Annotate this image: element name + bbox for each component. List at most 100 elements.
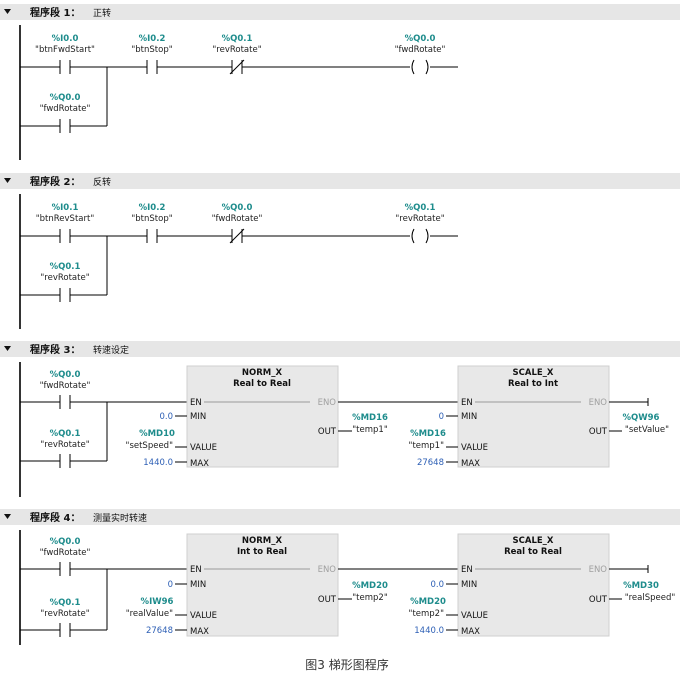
block-subtitle: Real to Int <box>508 379 558 389</box>
network-label: 程序段 3： <box>30 343 80 356</box>
pin-min: MIN <box>190 580 206 590</box>
pin-en: EN <box>190 565 202 575</box>
network-label: 程序段 1： <box>30 6 80 19</box>
contact-address: %Q0.1 <box>222 34 253 44</box>
network-4-header[interactable] <box>0 509 680 525</box>
contact-tag: "revRotate" <box>40 440 89 450</box>
pin-out: OUT <box>589 427 608 437</box>
contact-nc-revRotate[interactable]: %Q0.1 "revRotate" <box>212 34 262 75</box>
network-comment: 测量实时转速 <box>93 512 147 524</box>
coil-tag: "revRotate" <box>395 214 444 224</box>
collapse-triangle-icon[interactable] <box>4 178 11 183</box>
block-title: SCALE_X <box>513 536 554 546</box>
contact-fwdRotate[interactable]: %Q0.0 "fwdRotate" <box>40 370 91 409</box>
param-value-tag[interactable]: "realValue" <box>126 609 173 619</box>
contact-revRotate[interactable]: %Q0.1 "revRotate" <box>40 429 90 468</box>
pin-eno: ENO <box>318 565 337 575</box>
param-value-tag[interactable]: "temp1" <box>409 441 445 451</box>
param-value-tag[interactable]: "temp2" <box>409 609 445 619</box>
contact-address: %I0.0 <box>52 34 79 44</box>
out-tag[interactable]: "realSpeed" <box>625 593 676 603</box>
contact-btnRevStart[interactable]: %I0.1 "btnRevStart" <box>36 203 95 243</box>
contact-address: %Q0.1 <box>50 429 81 439</box>
pin-en: EN <box>190 398 202 408</box>
pin-eno: ENO <box>589 398 608 408</box>
network-3-header[interactable] <box>0 341 680 357</box>
out-tag[interactable]: "setValue" <box>625 425 669 435</box>
pin-en: EN <box>461 565 473 575</box>
network-label: 程序段 4： <box>30 511 80 524</box>
contact-tag: "btnStop" <box>131 45 172 55</box>
contact-revRotate-latch[interactable]: %Q0.1 "revRotate" <box>40 262 90 302</box>
figure-caption: 图3 梯形图程序 <box>305 658 389 672</box>
param-value-address: %MD16 <box>410 429 446 439</box>
param-max[interactable]: 27648 <box>417 458 444 468</box>
block-subtitle: Real to Real <box>504 547 562 557</box>
contact-tag: "fwdRotate" <box>40 104 91 114</box>
collapse-triangle-icon[interactable] <box>4 514 11 519</box>
pin-max: MAX <box>461 459 480 469</box>
network-2-title: 程序段 2： 反转 <box>4 175 111 188</box>
out-tag[interactable]: "temp1" <box>352 425 388 435</box>
pin-eno: ENO <box>318 398 337 408</box>
norm-x-block[interactable]: NORM_X Int to Real EN ENO MIN VALUE MAX … <box>186 533 339 637</box>
network-comment: 反转 <box>93 176 111 188</box>
contact-btnFwdStart[interactable]: %I0.0 "btnFwdStart" <box>35 34 95 74</box>
param-max[interactable]: 1440.0 <box>143 458 173 468</box>
contact-address: %Q0.0 <box>50 537 81 547</box>
contact-address: %Q0.1 <box>50 598 81 608</box>
pin-min: MIN <box>461 580 477 590</box>
pin-max: MAX <box>461 627 480 637</box>
pin-value: VALUE <box>190 611 217 621</box>
pin-value: VALUE <box>190 443 217 453</box>
function-box <box>186 533 339 637</box>
param-min[interactable]: 0 <box>168 580 173 590</box>
network-1-header[interactable] <box>0 4 680 20</box>
contact-nc-fwdRotate[interactable]: %Q0.0 "fwdRotate" <box>212 203 263 244</box>
network-3-title: 程序段 3： 转速设定 <box>4 343 129 356</box>
out-address: %MD16 <box>352 413 388 423</box>
param-min[interactable]: 0.0 <box>430 580 444 590</box>
collapse-triangle-icon[interactable] <box>4 346 11 351</box>
param-min[interactable]: 0.0 <box>159 412 173 422</box>
network-1-title: 程序段 1： 正转 <box>4 6 111 19</box>
pin-min: MIN <box>461 412 477 422</box>
block-title: SCALE_X <box>513 368 554 378</box>
network-1: %I0.0 "btnFwdStart" %I0.2 "btnStop" %Q0.… <box>19 25 458 160</box>
param-max[interactable]: 27648 <box>146 626 173 636</box>
scale-x-block[interactable]: SCALE_X Real to Real EN ENO MIN VALUE MA… <box>457 533 610 637</box>
network-4: %Q0.0 "fwdRotate" %Q0.1 "revRotate" NORM… <box>19 530 676 645</box>
contact-tag: "fwdRotate" <box>212 214 263 224</box>
scale-x-block[interactable]: SCALE_X Real to Int EN ENO MIN VALUE MAX… <box>457 365 610 469</box>
contact-address: %I0.1 <box>52 203 79 213</box>
coil-revRotate[interactable]: %Q0.1 "revRotate" <box>395 203 445 244</box>
pin-out: OUT <box>318 595 337 605</box>
coil-address: %Q0.0 <box>405 34 436 44</box>
network-2: %I0.1 "btnRevStart" %I0.2 "btnStop" %Q0.… <box>19 194 458 329</box>
pin-out: OUT <box>318 427 337 437</box>
network-2-header[interactable] <box>0 173 680 189</box>
contact-address: %I0.2 <box>139 203 166 213</box>
param-value-tag[interactable]: "setSpeed" <box>126 441 174 451</box>
contact-btnStop[interactable]: %I0.2 "btnStop" <box>131 34 173 74</box>
collapse-triangle-icon[interactable] <box>4 9 11 14</box>
out-address: %MD20 <box>352 581 388 591</box>
contact-btnStop[interactable]: %I0.2 "btnStop" <box>131 203 173 243</box>
function-box <box>186 365 339 468</box>
contact-revRotate[interactable]: %Q0.1 "revRotate" <box>40 598 90 637</box>
block-subtitle: Real to Real <box>233 379 291 389</box>
out-address: %QW96 <box>623 413 660 423</box>
function-box <box>457 533 610 637</box>
out-tag[interactable]: "temp2" <box>352 593 388 603</box>
contact-fwdRotate-latch[interactable]: %Q0.0 "fwdRotate" <box>40 93 91 133</box>
param-min[interactable]: 0 <box>439 412 444 422</box>
param-max[interactable]: 1440.0 <box>414 626 444 636</box>
pin-min: MIN <box>190 412 206 422</box>
contact-fwdRotate[interactable]: %Q0.0 "fwdRotate" <box>40 537 91 576</box>
contact-tag: "btnFwdStart" <box>35 45 95 55</box>
contact-tag: "revRotate" <box>40 273 89 283</box>
coil-fwdRotate[interactable]: %Q0.0 "fwdRotate" <box>395 34 446 75</box>
norm-x-block[interactable]: NORM_X Real to Real EN ENO MIN VALUE MAX… <box>186 365 339 469</box>
pin-max: MAX <box>190 627 209 637</box>
